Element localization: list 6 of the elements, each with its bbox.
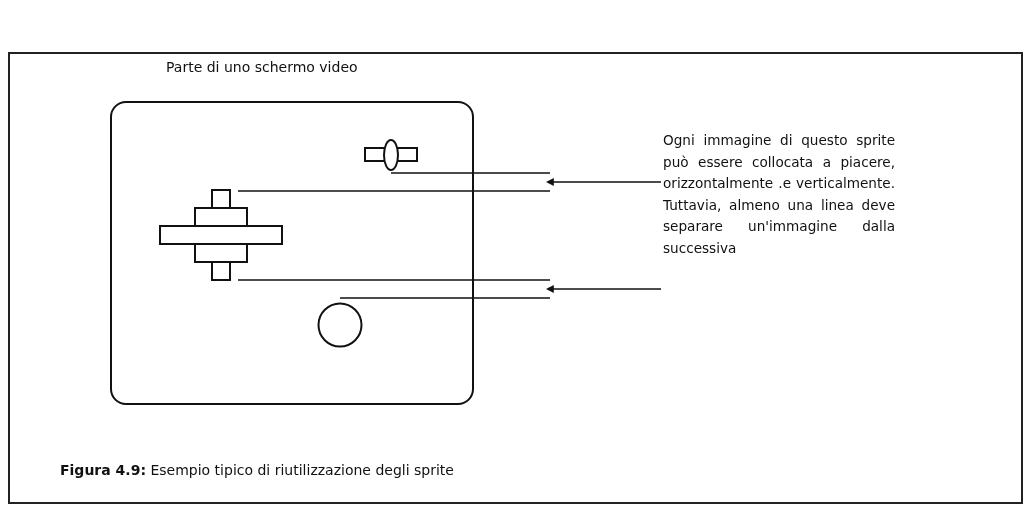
figure-caption: Figura 4.9: Esempio tipico di riutilizzazione degli sprite bbox=[60, 462, 454, 478]
video-screen bbox=[110, 101, 474, 405]
arrow bbox=[545, 178, 662, 186]
arrow bbox=[545, 285, 662, 293]
annotation-text: Ogni immagine di questo sprite può essere collocata a piacere, orizzontalmente .e verticalmente. Tuttavia, almeno una linea deve separare un'immagine dalla successiva bbox=[663, 130, 895, 259]
screen-title: Parte di uno schermo video bbox=[166, 59, 358, 75]
